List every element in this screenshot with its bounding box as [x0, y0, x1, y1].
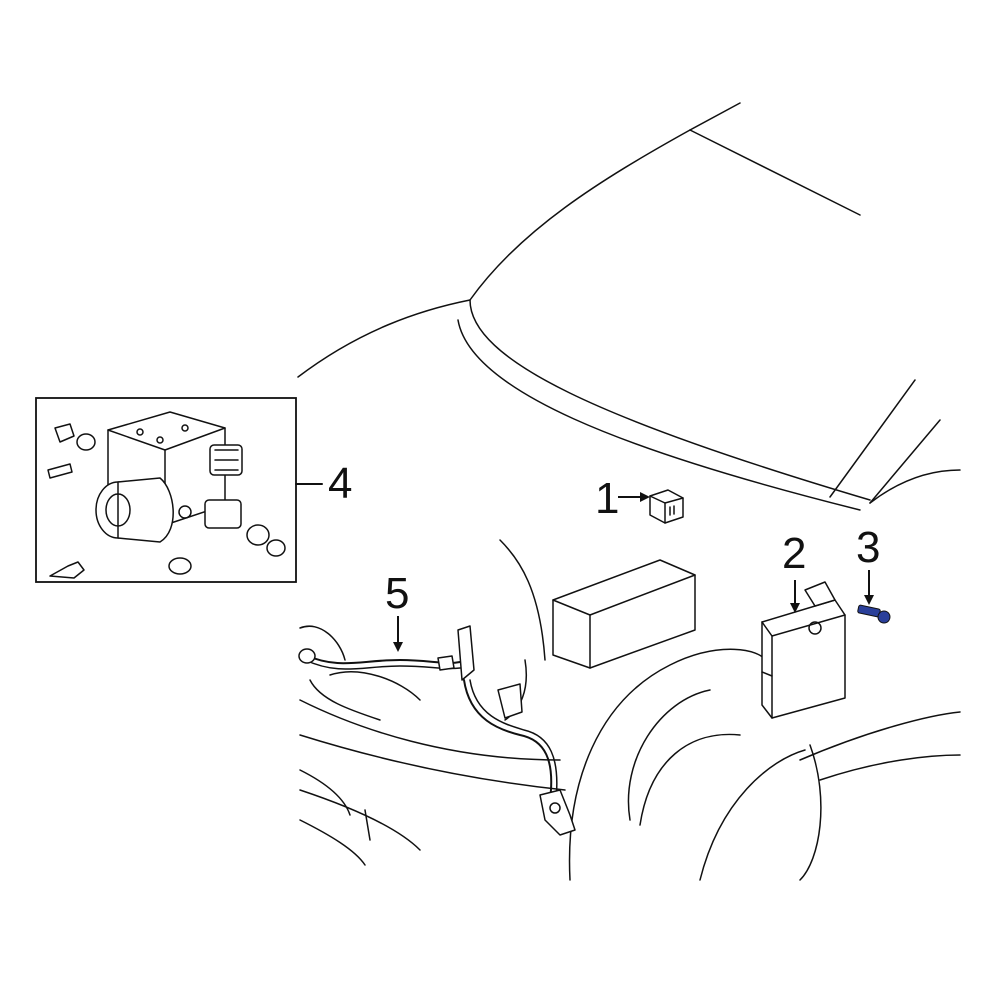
grommet-icon: [168, 557, 192, 575]
callout-5: 5: [385, 569, 409, 618]
relay-part[interactable]: [618, 489, 684, 524]
grommet-icon: [76, 433, 96, 451]
grommet-icon: [246, 524, 270, 546]
vehicle-outline: [297, 102, 961, 881]
mounting-bolt-part[interactable]: [857, 570, 891, 624]
control-module-part[interactable]: [761, 580, 846, 719]
bolt-icon: [47, 463, 73, 479]
callout-1: 1: [595, 474, 619, 523]
callout-2: 2: [782, 529, 806, 578]
stud-bolt-icon: [49, 561, 85, 579]
abs-modulator-inset[interactable]: [35, 397, 323, 583]
grommet-icon: [266, 539, 286, 557]
bracket-clip-icon: [54, 423, 75, 443]
callout-4: 4: [328, 459, 352, 508]
speed-sensor-harness-part[interactable]: [298, 616, 576, 836]
callout-3: 3: [856, 523, 880, 572]
